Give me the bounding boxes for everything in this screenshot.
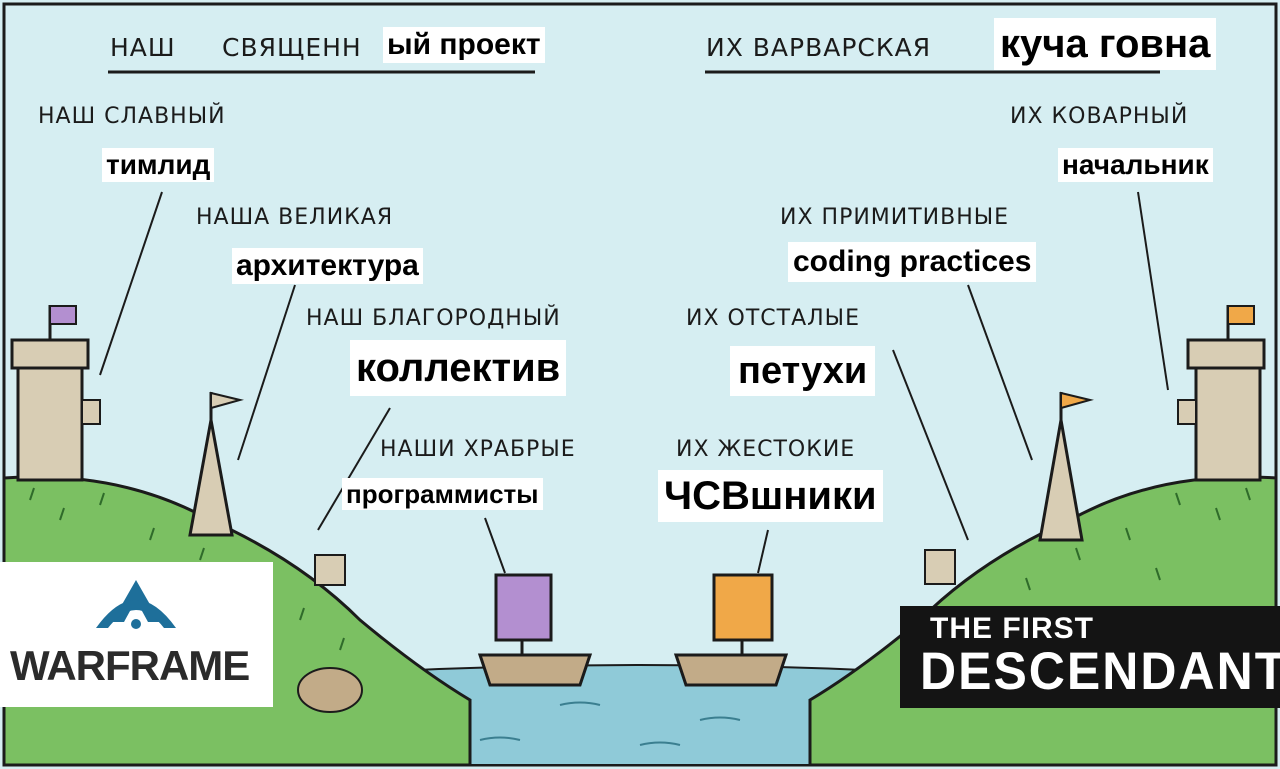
left-team-label: НАШ БЛАГОРОДНЫЙ <box>306 306 561 331</box>
right-practices-patch: coding practices <box>788 242 1037 282</box>
left-ship <box>477 573 593 687</box>
right-leader-patch: начальник <box>1058 148 1213 182</box>
the-first-descendant-logo: THE FIRST DESCENDANT <box>900 606 1280 708</box>
tfd-logo-bottom: DESCENDANT <box>920 641 1280 701</box>
right-team-label: ИХ ОТСТАЛЫЕ <box>686 306 860 331</box>
right-title-patch: куча говна <box>994 18 1217 70</box>
left-title-handwritten-b: СВЯЩЕНН <box>222 33 362 62</box>
left-dome <box>314 554 346 586</box>
pointer-lines <box>99 191 1169 574</box>
right-flag <box>1227 305 1255 325</box>
left-team-patch: коллектив <box>350 340 567 396</box>
left-rock <box>297 667 363 713</box>
right-leader-label: ИХ КОВАРНЫЙ <box>1010 104 1189 129</box>
left-spire-tower <box>188 391 244 537</box>
right-devs-patch: ЧСВшники <box>658 470 883 522</box>
left-flag <box>49 305 77 325</box>
right-ship <box>673 573 789 687</box>
left-leader-patch: тимлид <box>102 148 215 182</box>
left-title-handwritten-a: НАШ <box>110 33 176 62</box>
left-devs-label: НАШИ ХРАБРЫЕ <box>380 437 576 462</box>
tfd-logo-top: THE FIRST <box>930 612 1094 645</box>
left-sail <box>494 573 553 642</box>
right-devs-label: ИХ ЖЕСТОКИЕ <box>676 437 856 462</box>
left-main-tower <box>10 305 101 482</box>
left-architecture-patch: архитектура <box>232 248 423 284</box>
right-practices-label: ИХ ПРИМИТИВНЫЕ <box>780 205 1010 230</box>
warframe-logo: WARFRAME <box>0 562 273 707</box>
right-title-handwritten: ИХ ВАРВАРСКАЯ <box>706 33 932 62</box>
warframe-emblem-icon <box>96 580 176 629</box>
right-spire-tower <box>1038 391 1094 542</box>
left-leader-label: НАШ СЛАВНЫЙ <box>38 104 226 129</box>
right-main-tower <box>1177 305 1266 482</box>
right-dome <box>924 549 956 585</box>
right-sail <box>712 573 774 642</box>
right-team-patch: петухи <box>730 346 876 396</box>
left-architecture-label: НАША ВЕЛИКАЯ <box>196 205 394 230</box>
warframe-logo-text: WARFRAME <box>10 642 250 689</box>
left-devs-patch: программисты <box>342 478 543 510</box>
left-title-patch: ый проект <box>383 27 545 63</box>
